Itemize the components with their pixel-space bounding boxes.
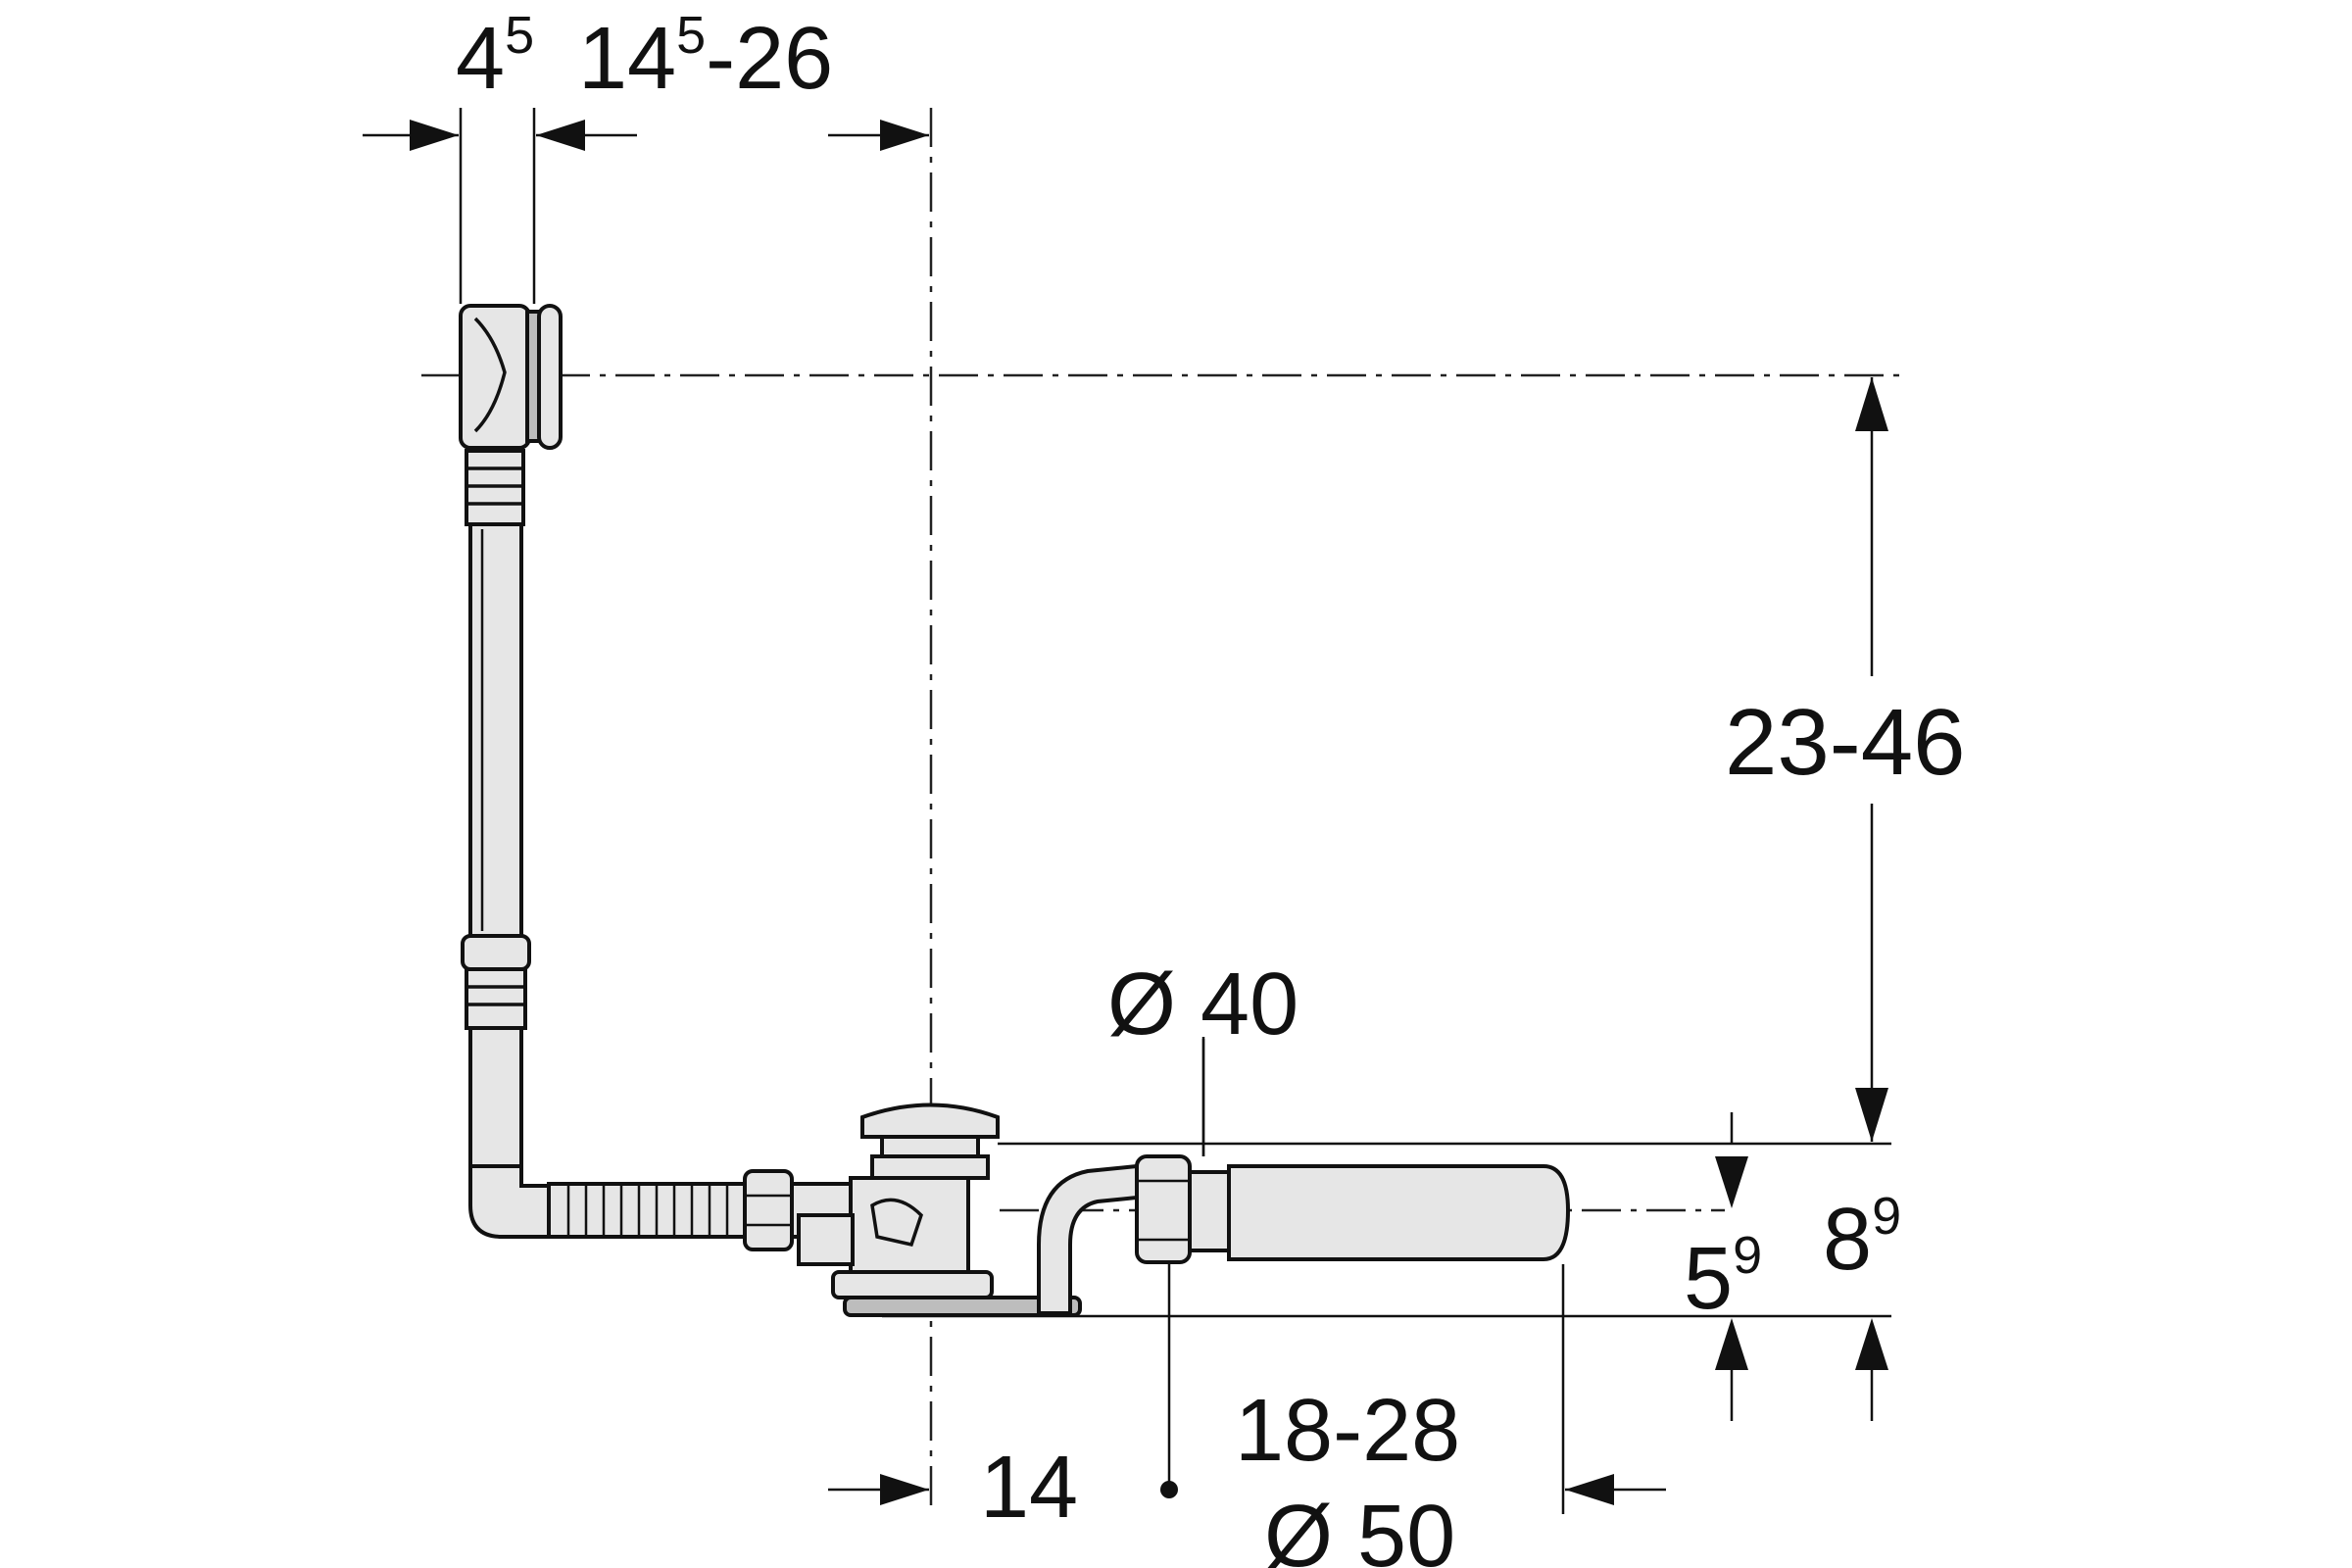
dimension-lines [363, 120, 1888, 1505]
drain-body-detail [870, 1198, 924, 1248]
dim-drain-height-total: 89 [1823, 1187, 1901, 1289]
dim-drain-offset: 14 [980, 1439, 1078, 1537]
arrow-left [536, 120, 585, 151]
dim-horizontal-range: 145-26 [578, 6, 833, 108]
arrow-up [1715, 1318, 1748, 1370]
arrow-right [880, 120, 929, 151]
arrow-up [1855, 1318, 1888, 1370]
center-lines [421, 108, 1901, 1514]
overflow-cover [537, 304, 563, 450]
drain-flange [870, 1154, 990, 1180]
arrow-right [410, 120, 459, 151]
overflow-pipe-coupling [461, 934, 531, 971]
corrugated-hose [547, 1182, 747, 1239]
overflow-elbow [468, 1164, 551, 1239]
overflow-housing [459, 304, 531, 450]
arrow-down [1715, 1156, 1748, 1208]
arrow-up [1855, 377, 1888, 431]
arrow-right [880, 1474, 929, 1505]
drain-plug-stem [880, 1135, 980, 1158]
outlet-adapter [1188, 1170, 1231, 1252]
hose-nut [743, 1169, 794, 1251]
dim-outlet-length-range: 18-28 [1235, 1382, 1460, 1480]
dim-outlet-diameter: Ø 40 [1107, 956, 1298, 1054]
drain-body [849, 1176, 970, 1276]
hose-corrugations [566, 1186, 729, 1235]
outlet-nut [1135, 1154, 1192, 1264]
drain-base-plate [831, 1270, 994, 1299]
dimension-labels: 45 145-26 23-46 Ø 40 59 89 14 18-28 Ø 50 [456, 6, 1966, 1568]
drain-assembly [797, 1102, 1571, 1317]
dim-vertical-range: 23-46 [1725, 690, 1966, 795]
overflow-pipe-lower [468, 1026, 523, 1172]
drain-plug-cap [860, 1102, 1000, 1139]
dim-drain-height-small: 59 [1684, 1226, 1762, 1328]
drain-base-lower [843, 1296, 1082, 1317]
outlet-bend [1037, 1163, 1139, 1315]
extension-lines [459, 108, 1891, 1514]
dim-overflow-offset: 45 [456, 6, 534, 108]
arrow-down [1855, 1088, 1888, 1142]
arrow-left [1565, 1474, 1614, 1505]
dim-connection-diameter: Ø 50 [1264, 1488, 1455, 1568]
overflow-assembly [459, 304, 853, 1251]
overflow-ribbed-lower [465, 967, 527, 1030]
outlet-pipe [1227, 1164, 1571, 1261]
overflow-pipe-upper [468, 522, 523, 938]
drain-side-inlet [797, 1213, 855, 1266]
overflow-housing-detail [473, 317, 507, 433]
dim-origin-dot [1160, 1481, 1178, 1498]
